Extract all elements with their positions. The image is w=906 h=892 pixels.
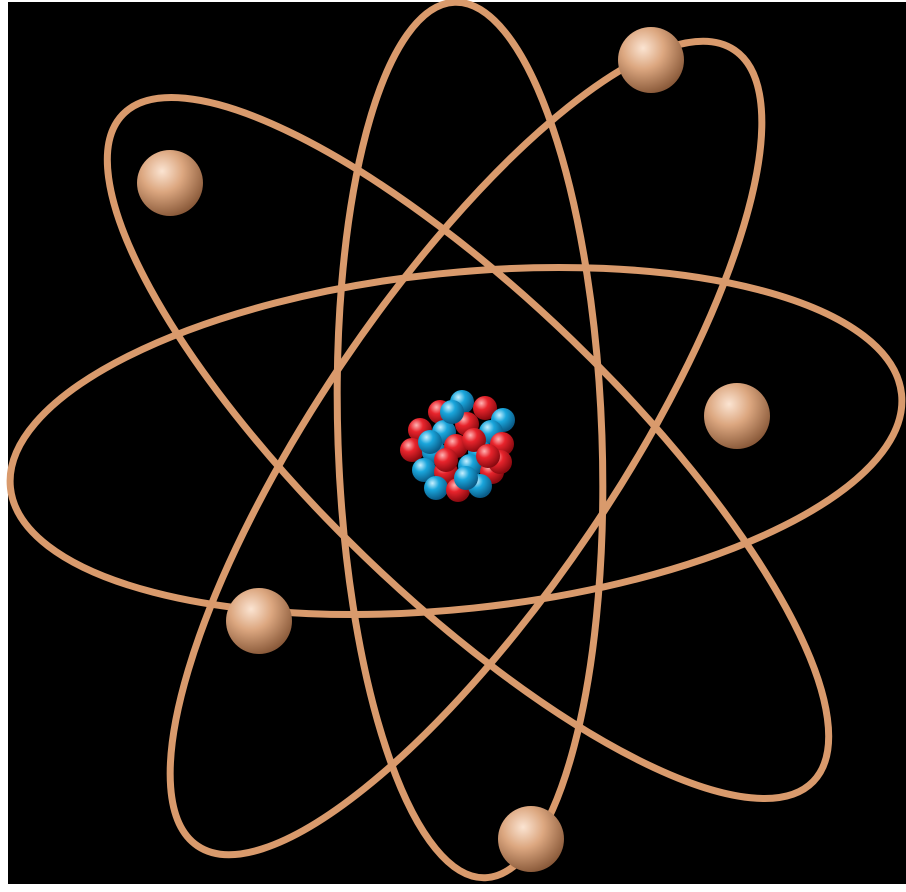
proton <box>434 448 458 472</box>
neutron <box>440 400 464 424</box>
neutron <box>418 430 442 454</box>
electron <box>498 806 564 872</box>
electron <box>226 588 292 654</box>
neutron <box>424 476 448 500</box>
electron <box>137 150 203 216</box>
proton <box>476 444 500 468</box>
electron <box>618 27 684 93</box>
electron <box>704 383 770 449</box>
neutron <box>454 466 478 490</box>
